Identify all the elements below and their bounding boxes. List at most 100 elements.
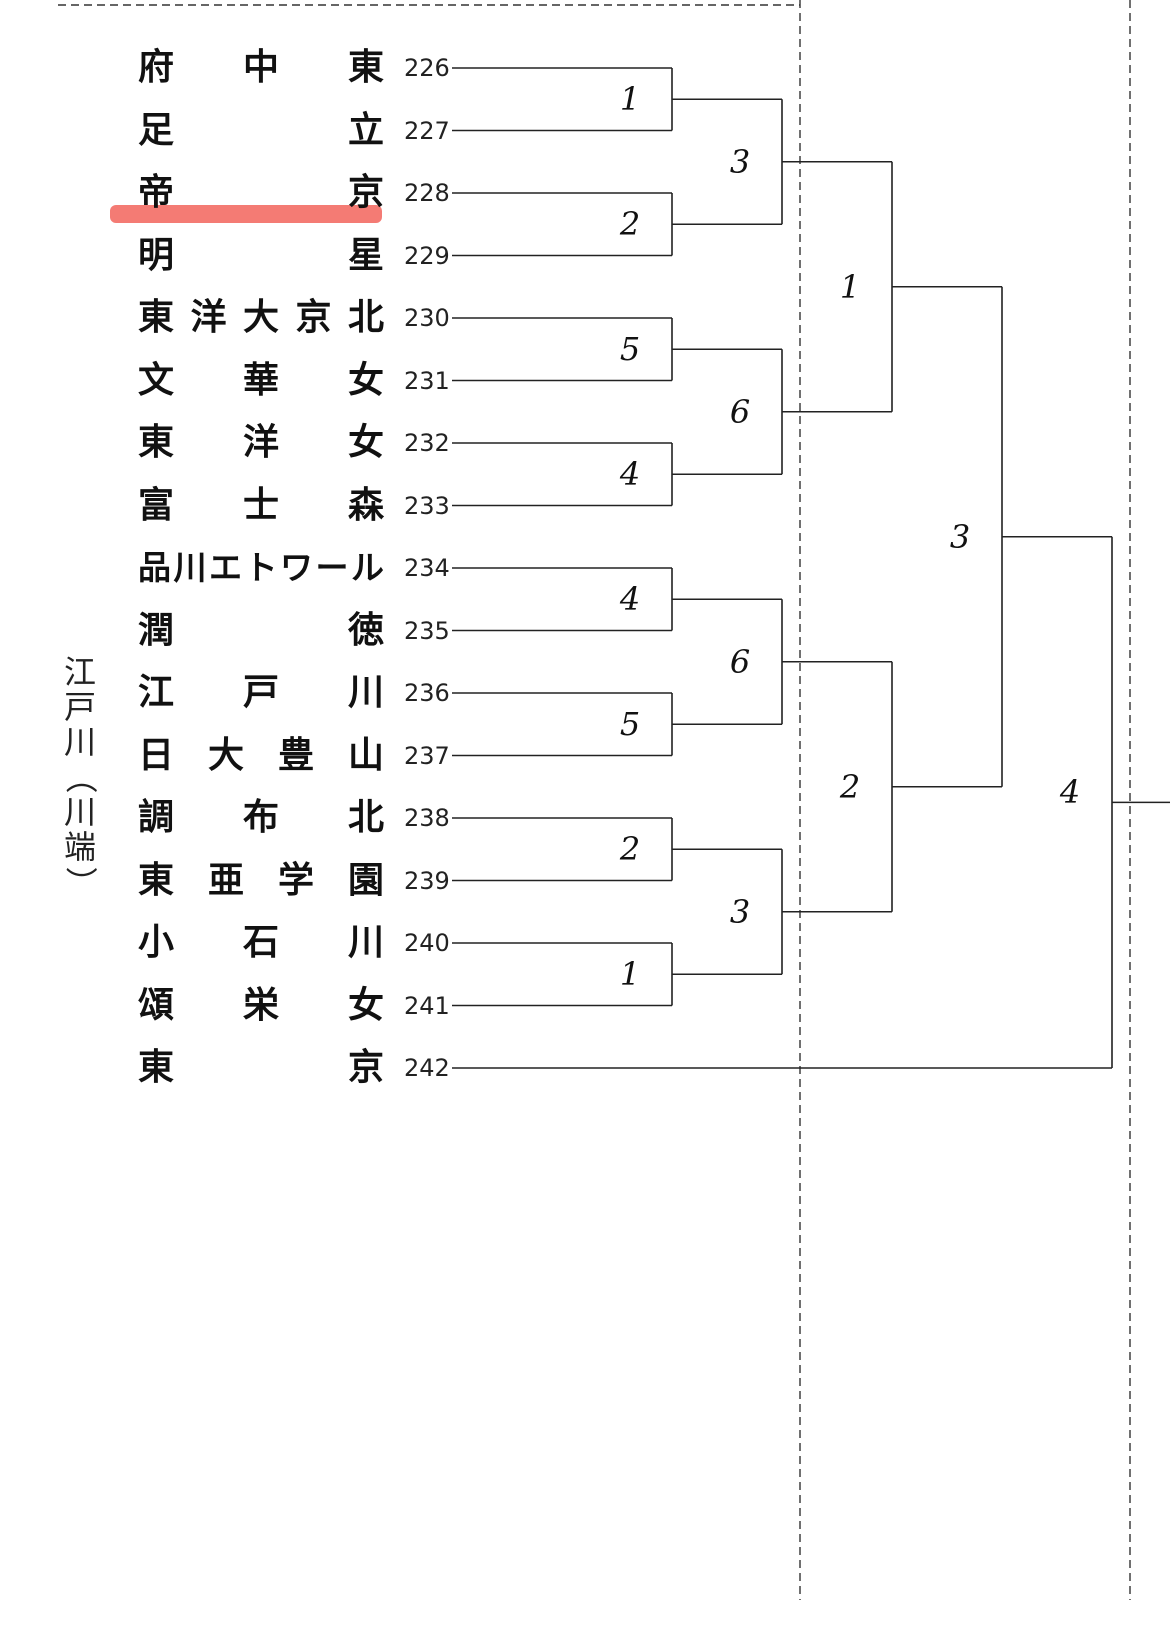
match-score: 4 <box>619 455 641 494</box>
team-name-char: ー <box>315 548 349 587</box>
team-name-char: 女 <box>347 422 384 463</box>
team-number: 227 <box>404 116 450 145</box>
team-name-char: 京 <box>347 172 384 213</box>
bracket-connectors <box>452 67 1170 1069</box>
team-number: 240 <box>404 929 450 957</box>
team-name: 調布北 <box>138 796 384 840</box>
team-number: 236 <box>404 679 450 707</box>
team-name-char: 東 <box>138 859 175 901</box>
team-name: 富士森 <box>138 484 384 528</box>
team-name-char: 森 <box>347 484 384 526</box>
team-number: 231 <box>404 366 450 395</box>
match-score: 2 <box>619 205 641 244</box>
team-name-char: 京 <box>295 297 332 338</box>
team-number: 234 <box>404 554 450 582</box>
team-number: 238 <box>404 804 450 832</box>
match-score: 5 <box>619 705 641 744</box>
venue-label-char: 川 <box>63 723 96 761</box>
team-number: 235 <box>404 616 450 645</box>
team-name-char: 洋 <box>190 297 227 338</box>
team-name-char: 東 <box>138 1047 175 1088</box>
team-name-char: 大 <box>242 297 279 338</box>
team-name: 文華女 <box>138 359 384 403</box>
team-name-char: 園 <box>347 859 384 901</box>
match-score: 6 <box>729 392 751 431</box>
team-number: 237 <box>404 741 450 770</box>
team-name-char: 布 <box>242 797 279 838</box>
team-name: 明星 <box>138 234 384 278</box>
venue-label-char: ） <box>61 866 100 899</box>
match-score: 2 <box>619 830 641 869</box>
team-name-char: 女 <box>347 984 384 1026</box>
team-name-char: 亜 <box>207 859 244 901</box>
team-name-char: 明 <box>138 234 175 276</box>
team-name-char: 日 <box>138 734 175 776</box>
venue-label-char: （ <box>61 761 100 794</box>
team-number: 230 <box>404 304 450 332</box>
team-name: 府中東 <box>138 46 384 90</box>
team-name-char: 北 <box>347 297 384 338</box>
team-name-char: 川 <box>347 672 384 713</box>
team-name-char: 調 <box>138 797 175 838</box>
match-score: 3 <box>729 142 751 181</box>
team-name-char: 東 <box>347 47 384 88</box>
team-name-char: エ <box>209 548 242 587</box>
team-name: 品川エトワール <box>138 546 384 590</box>
match-score: 2 <box>839 767 861 806</box>
team-name-char: 頌 <box>138 984 175 1026</box>
team-name-char: ワ <box>280 548 313 587</box>
team-name-char: 学 <box>277 859 314 901</box>
team-name-char: 星 <box>347 234 384 276</box>
team-name: 東京 <box>138 1046 384 1090</box>
team-name-char: 東 <box>138 297 175 338</box>
team-name-char: 徳 <box>347 609 384 651</box>
team-name-char: 華 <box>242 359 279 401</box>
team-number: 226 <box>404 54 450 82</box>
team-name-char: 小 <box>138 922 175 963</box>
team-number: 229 <box>404 241 450 270</box>
team-highlight-marker <box>110 205 382 223</box>
team-name: 帝京 <box>138 171 384 215</box>
team-name-char: 富 <box>138 484 175 526</box>
team-number: 239 <box>404 866 450 895</box>
team-name-char: 栄 <box>242 984 279 1026</box>
team-number: 228 <box>404 179 450 207</box>
team-name: 江戸川 <box>138 671 384 715</box>
match-score: 3 <box>949 517 971 556</box>
team-name: 東洋女 <box>138 421 384 465</box>
team-name-char: 女 <box>347 359 384 401</box>
venue-label-char: 川 <box>63 793 96 831</box>
team-number: 233 <box>404 491 450 520</box>
team-name: 潤徳 <box>138 609 384 653</box>
venue-label: 江戸川（川端） <box>60 655 100 900</box>
team-name-char: 豊 <box>277 734 314 776</box>
venue-label-char: 江 <box>63 653 96 691</box>
match-score: 5 <box>619 330 641 369</box>
team-name-char: 大 <box>207 734 244 776</box>
team-name-char: 京 <box>347 1047 384 1088</box>
team-name-char: 石 <box>242 922 279 963</box>
match-score: 6 <box>729 642 751 681</box>
team-name-char: 文 <box>138 359 175 401</box>
team-name-char: 潤 <box>138 609 175 651</box>
team-name: 東洋大京北 <box>138 296 384 340</box>
bracket-guide-lines <box>58 0 1131 1600</box>
team-name-char: 戸 <box>242 672 279 713</box>
team-name-char: 士 <box>242 484 279 526</box>
team-name-char: 洋 <box>242 422 279 463</box>
team-number: 241 <box>404 991 450 1020</box>
team-name: 日大豊山 <box>138 734 384 778</box>
team-name-char: 川 <box>173 548 207 587</box>
team-name-char: 立 <box>347 109 384 151</box>
team-name-char: 川 <box>347 922 384 963</box>
team-name: 頌栄女 <box>138 984 384 1028</box>
team-name-char: ル <box>351 548 384 587</box>
match-score: 1 <box>619 80 641 119</box>
team-name: 東亜学園 <box>138 859 384 903</box>
team-name-char: 山 <box>347 734 384 776</box>
match-score: 4 <box>1059 773 1081 812</box>
team-name-char: 府 <box>138 47 175 88</box>
team-name-char: 東 <box>138 422 175 463</box>
